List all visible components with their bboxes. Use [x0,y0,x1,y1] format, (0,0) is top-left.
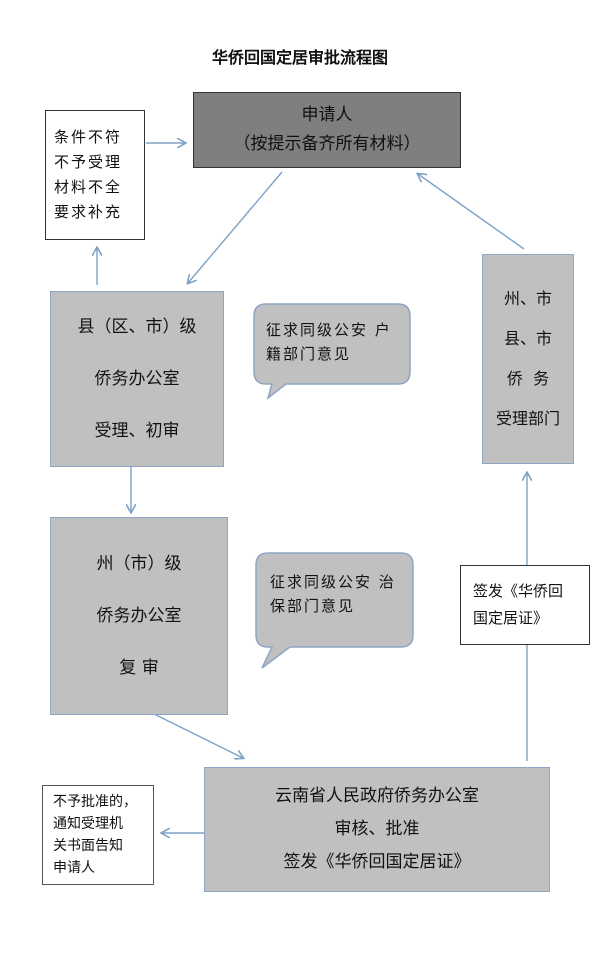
incomplete-materials-note: 条件不符 不予受理 材料不全 要求补充 [45,110,145,240]
callout-security-text: 征求同级公安 治保部门意见 [270,570,410,618]
prefecture-office-box: 州（市）级 侨务办公室 复 审 [50,517,228,715]
arrow-prefecture-to-province [151,712,243,758]
provincial-office-box: 云南省人民政府侨务办公室 审核、批准 签发《华侨回国定居证》 [204,767,550,892]
receiving-department-box: 州、市 县、市 侨 务 受理部门 [482,254,574,464]
callout-line: 治保部门意见 [270,573,396,615]
receiving-dept-line: 侨 务 [506,369,550,388]
county-office-line: 侨务办公室 [94,369,180,389]
note-line: 不予受理 [54,153,123,171]
note-line: 条件不符 [54,128,123,146]
applicant-instruction: （按提示备齐所有材料） [233,134,421,154]
note-line: 材料不全 [54,178,123,196]
county-office-line: 受理、初审 [94,421,180,441]
provincial-office-line: 签发《华侨回国定居证》 [283,852,471,872]
note-line: 关书面告知 [53,838,123,854]
note-line: 申请人 [53,860,95,876]
note-line: 国定居证》 [473,609,549,627]
note-line: 通知受理机 [53,816,123,832]
provincial-office-line: 审核、批准 [334,819,420,839]
applicant-label: 申请人 [301,105,353,125]
applicant-box: 申请人 （按提示备齐所有材料） [193,92,461,168]
prefecture-office-line: 州（市）级 [96,554,182,574]
callout-line: 征求同级公安 [270,573,373,591]
county-office-box: 县（区、市）级 侨务办公室 受理、初审 [50,291,224,467]
note-line: 签发《华侨回 [473,582,564,600]
page-title: 华侨回国定居审批流程图 [211,48,388,67]
receiving-dept-line: 受理部门 [495,409,560,428]
not-approved-note: 不予批准的， 通知受理机 关书面告知 申请人 [42,785,154,885]
prefecture-office-line: 侨务办公室 [96,606,182,626]
note-line: 要求补充 [54,203,123,221]
provincial-office-line: 云南省人民政府侨务办公室 [275,786,479,806]
callout-line: 户籍部门意见 [266,321,392,363]
callout-bubble-security [255,552,414,669]
note-line: 不予批准的， [53,794,137,810]
callout-line: 征求同级公安 [266,321,369,339]
arrow-applicant-to-county [188,171,283,283]
receiving-dept-line: 县、市 [503,329,552,348]
callout-bubble-household [253,303,411,401]
issue-certificate-note: 签发《华侨回 国定居证》 [460,565,590,645]
arrow-receiving-to-applicant [418,174,525,250]
callout-household-text: 征求同级公安 户籍部门意见 [266,318,406,366]
prefecture-office-line: 复 审 [119,658,159,678]
receiving-dept-line: 州、市 [503,289,552,308]
county-office-line: 县（区、市）级 [77,317,197,337]
